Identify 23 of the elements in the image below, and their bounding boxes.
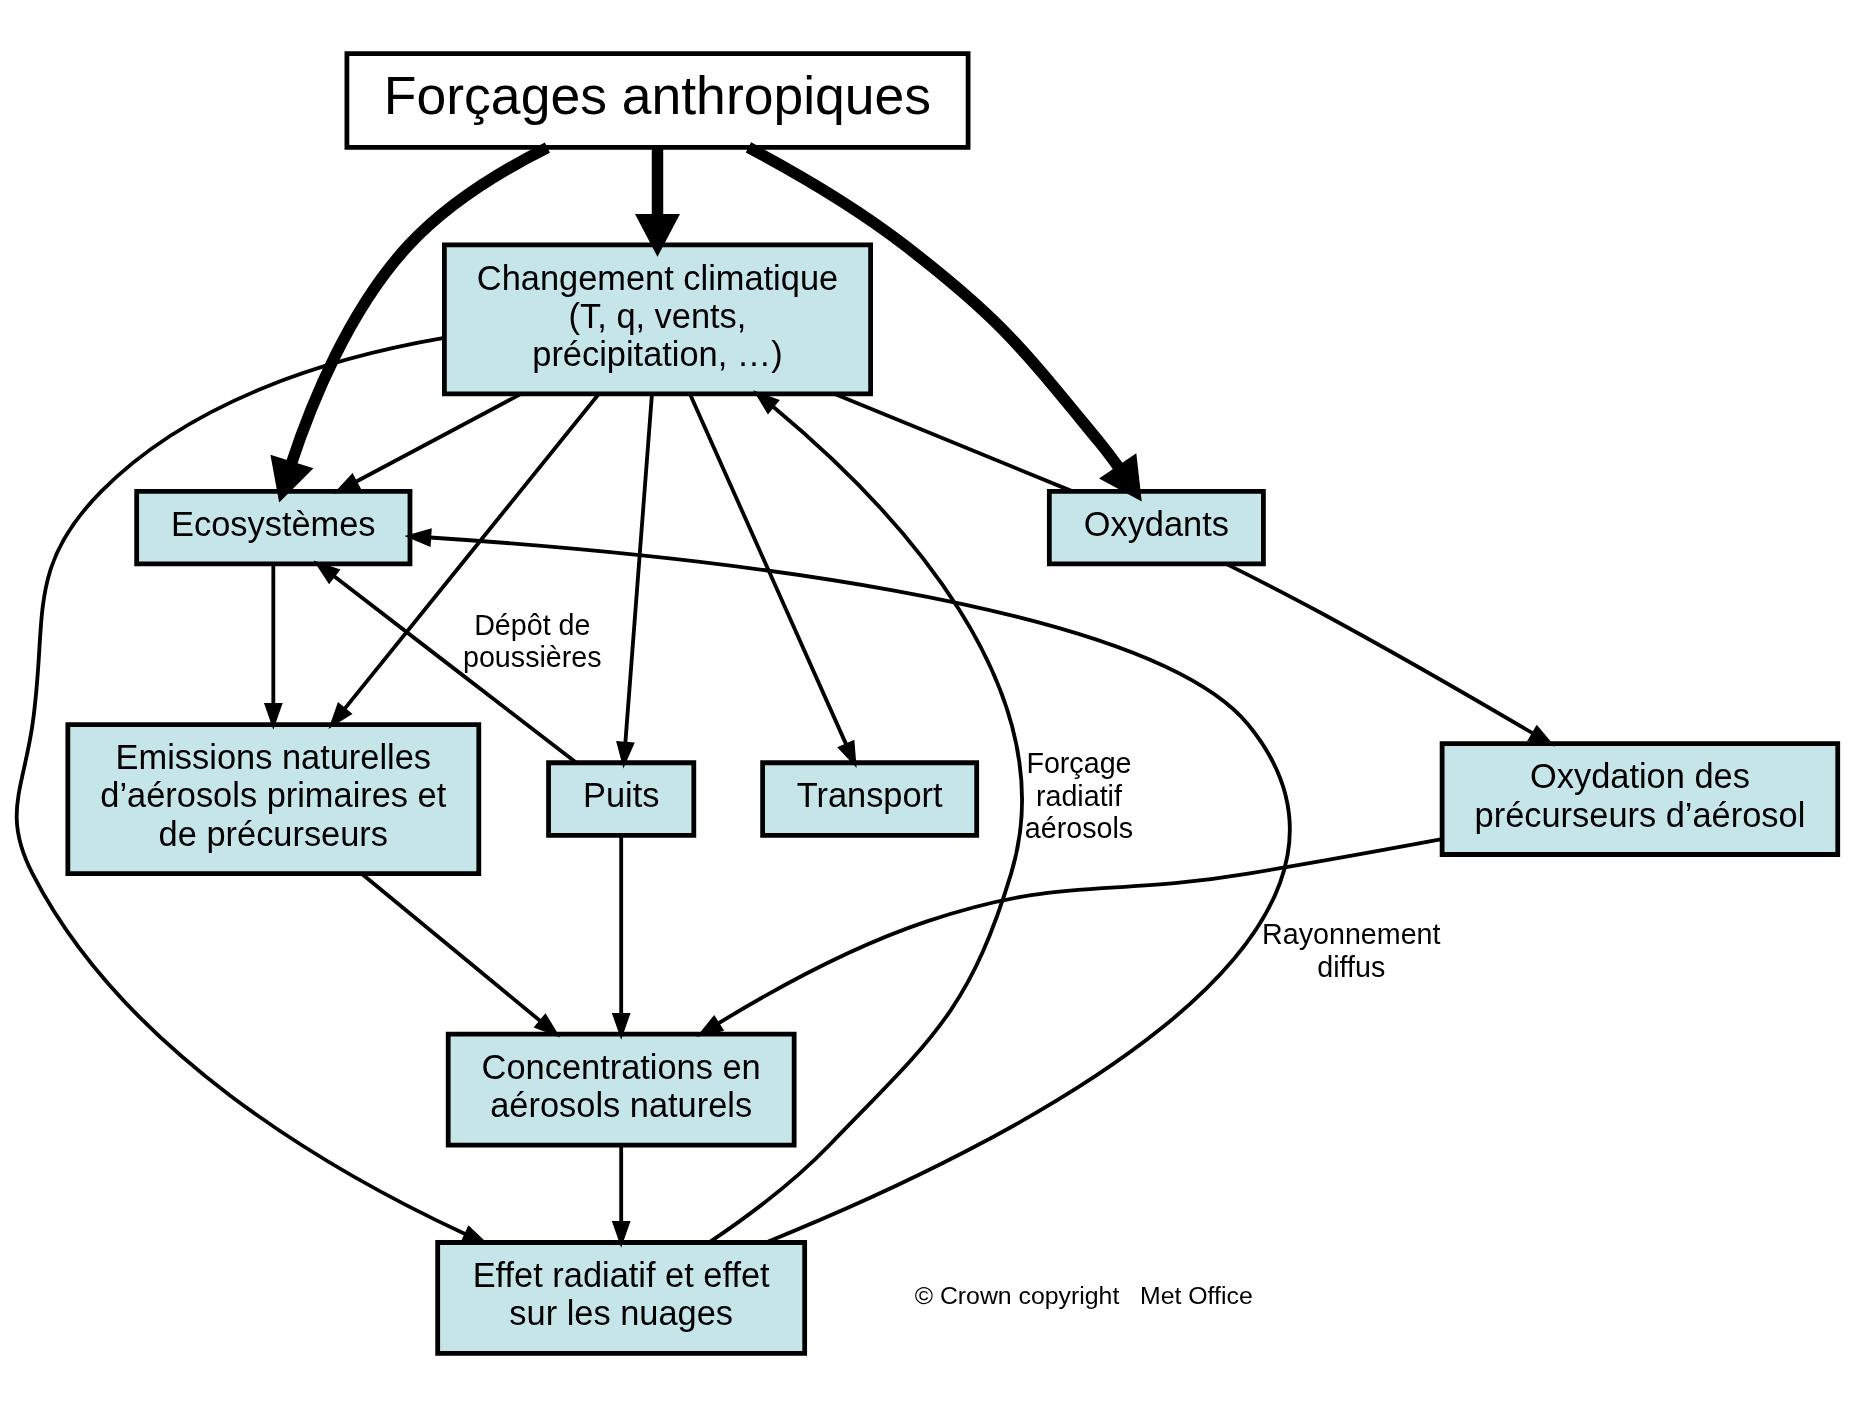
arrow: [616, 393, 654, 768]
node-box: Ecosystèmes: [134, 488, 413, 566]
arrow: [745, 141, 1142, 501]
edge-label: Rayonnement diffus: [1262, 917, 1441, 983]
arrow: [635, 146, 681, 257]
arrow: [611, 835, 631, 1040]
node-box: Forçages anthropiques: [344, 50, 971, 150]
arrow: [313, 560, 578, 764]
node-box: Changement climatique (T, q, vents, précipitation, …): [442, 241, 873, 396]
node-box: Puits: [546, 759, 697, 838]
node-box: Transport: [760, 759, 980, 838]
arrow: [270, 141, 550, 503]
node-box: Oxydants: [1046, 488, 1266, 566]
node-box: Emissions naturelles d’aérosols primaires et de précurseurs: [65, 721, 482, 876]
label: © Crown copyright Met Office: [914, 1281, 1253, 1309]
edge-label: Forçage radiatif aérosols: [1024, 746, 1134, 844]
node-box: Concentrations en aérosols naturels: [445, 1031, 797, 1147]
node-box: Oxydation des précurseurs d’aérosol: [1439, 740, 1841, 857]
arrow: [611, 1144, 631, 1248]
arrow: [263, 563, 283, 730]
edge-label: Dépôt de poussières: [463, 608, 602, 673]
arrow: [696, 836, 1443, 1037]
node-box: Effet radiatif et effet sur les nuages: [435, 1239, 808, 1356]
